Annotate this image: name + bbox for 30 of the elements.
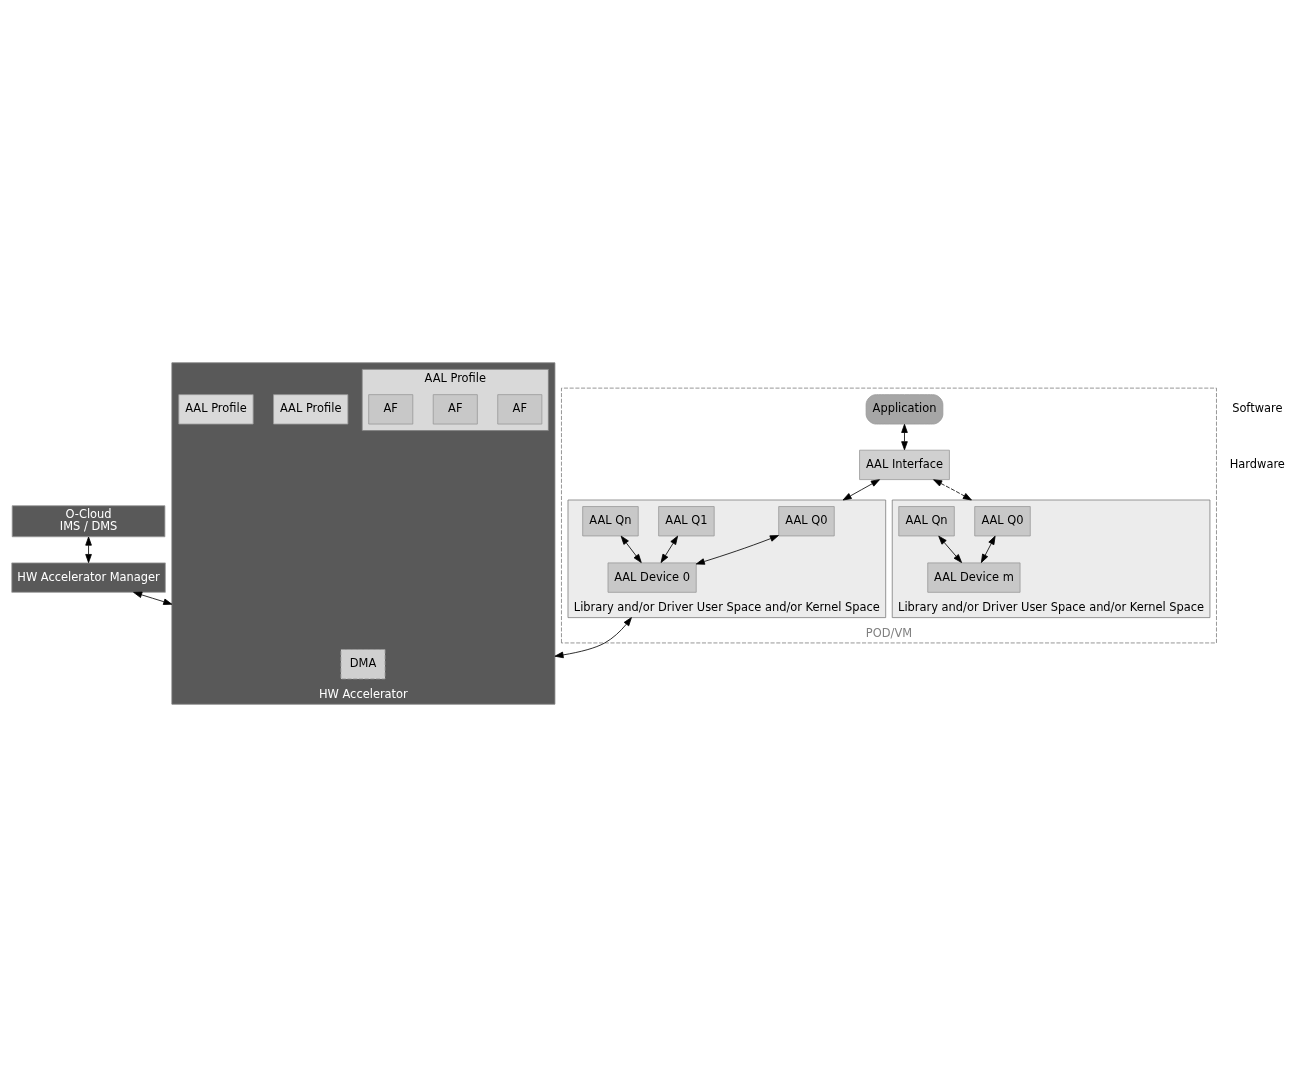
node-box: AAL Q1 [658,505,715,536]
node-box: AAL Q0 [778,505,835,536]
label: Hardware [1229,456,1285,471]
node-box: AAL Profile [273,393,349,424]
node-box: Application [865,393,944,424]
node-box: AAL Qn [582,505,639,536]
arrow [660,535,678,563]
arrow [980,535,996,563]
arrow [901,423,908,450]
node-box: AF [497,393,543,424]
arrow [842,478,880,500]
node-box: AAL Qn [898,505,955,536]
arrow [85,536,92,563]
node-box: AF [432,393,478,424]
arrow [133,591,173,605]
node-box: AAL Q0 [974,505,1031,536]
arrow [933,478,972,500]
node-box: HW Accelerator Manager [11,562,166,593]
arrow [620,535,642,563]
node-box: AF [368,393,414,424]
node-box: AAL Device 0 [607,562,697,593]
arrow [554,616,632,658]
arrow [695,534,779,565]
node-box: AAL Device m [927,562,1021,593]
label: Software [1232,400,1283,415]
node-box: O-Cloud IMS / DMS [11,504,166,537]
node-box: AAL Profile [178,393,254,424]
arrow [938,535,962,563]
node-box: DMA [340,648,386,679]
node-box: AAL Interface [859,449,950,480]
